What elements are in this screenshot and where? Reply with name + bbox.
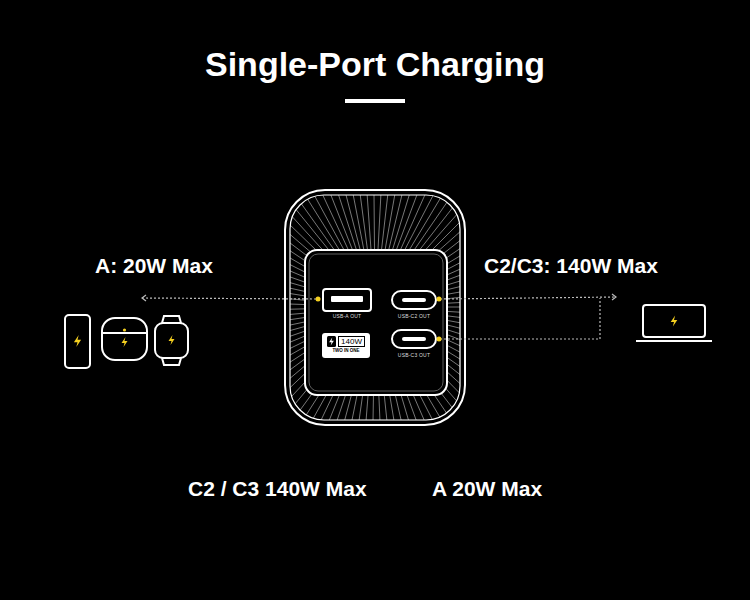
leader-line: [440, 298, 600, 339]
earbuds-case-lid: [103, 332, 146, 334]
leader-line: [440, 297, 616, 299]
badge-caption: TWO IN ONE: [325, 348, 367, 353]
title: Single-Port Charging: [0, 45, 750, 84]
port-label-box: USB-C3 OUT: [384, 329, 444, 358]
charge-bolt: [169, 335, 175, 345]
port-dot: [437, 337, 442, 342]
badge-wattage: 140W: [338, 336, 365, 347]
led-dot: [123, 328, 126, 331]
leader-line: [142, 298, 316, 299]
port-name: USB-C3 OUT: [384, 352, 444, 358]
usb-a-port: [323, 289, 371, 311]
port-power-label: A: 20W Max: [95, 254, 213, 278]
usb-c-tongue: [402, 298, 426, 302]
laptop-base: [636, 340, 712, 342]
laptop-screen: [643, 305, 705, 337]
badge-row: 140W: [325, 336, 367, 347]
power-summary: C2 / C3 140W Max: [188, 477, 367, 501]
watch-strap: [162, 316, 181, 365]
port-name: USB-A OUT: [316, 313, 378, 319]
port-name: USB-C2 OUT: [384, 313, 444, 319]
port-dot: [437, 297, 442, 302]
watch-icon: [155, 323, 188, 358]
usb-c-tongue: [402, 337, 426, 341]
port-panel-inner: [309, 254, 443, 391]
charge-bolt: [74, 335, 81, 347]
title-underline: [345, 99, 405, 103]
usb-c-port: [392, 291, 436, 309]
arrow-head: [612, 294, 616, 300]
charge-bolt: [671, 316, 678, 327]
charger-shell: [285, 190, 465, 425]
arrow-head: [142, 295, 146, 301]
power-summary: A 20W Max: [432, 477, 542, 501]
port-dot: [316, 297, 321, 302]
port-label-box: USB-A OUT: [316, 288, 378, 319]
power-badge: 140WTWO IN ONE: [322, 333, 370, 358]
earbuds-case-icon: [102, 318, 147, 360]
shell-rays: [290, 195, 460, 420]
port-label-box: USB-C2 OUT: [384, 290, 444, 319]
usb-a-tongue: [331, 296, 363, 302]
badge-bolt: [327, 336, 336, 347]
port-power-label: C2/C3: 140W Max: [484, 254, 658, 278]
charge-bolt: [122, 337, 128, 347]
charger-rim: [290, 195, 460, 420]
usb-c-port: [392, 330, 436, 348]
phone-icon: [65, 315, 90, 368]
port-panel: [305, 250, 447, 395]
